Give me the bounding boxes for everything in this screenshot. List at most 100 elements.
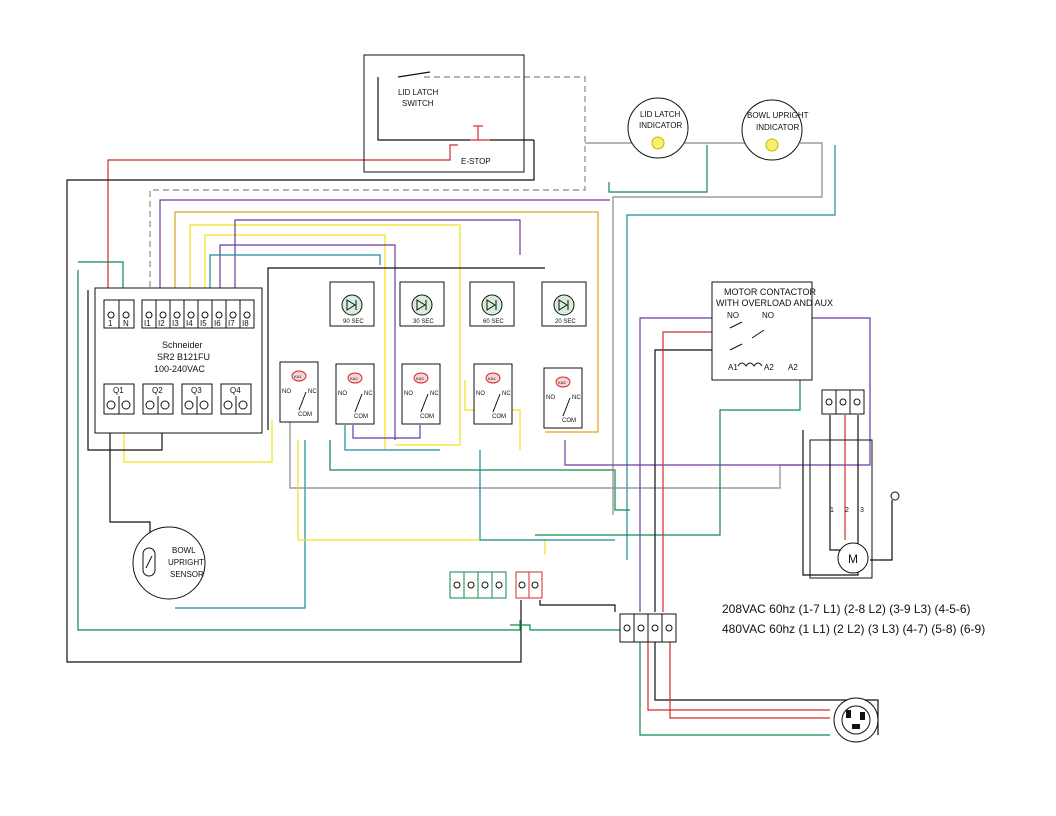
contactor-a2-2: A2 [788,363,798,372]
relay-com-label: COM [562,418,576,424]
relay-nc-label: NC [502,391,511,397]
contactor-no-1: NO [727,311,739,320]
wire-motor-black [829,415,840,551]
wire-red-plug [647,640,830,711]
plc-output-q1: Q1 [103,383,135,415]
wire-yellow-1 [174,211,599,433]
overload-terminals [821,389,865,415]
wire-purple-4 [564,317,871,612]
terminal-block-red [515,571,543,599]
plc-input-i4: I4 [186,319,193,328]
plc-voltage: 100-240VAC [154,364,205,374]
voltage-note-208: 208VAC 60hz (1-7 L1) (2-8 L2) (3-9 L3) (… [722,602,971,616]
timer-2: 30 SEC [399,281,445,327]
relay-coil-label: KA1 [294,374,302,379]
bowl-upright-indicator-label-2: INDICATOR [756,123,799,132]
wire-yellow-2 [189,224,461,446]
lamp-icon [651,136,665,150]
bowl-upright-sensor: BOWL UPRIGHT SENSOR [132,526,206,600]
motor: M 1 2 3 [809,439,900,579]
plc-input-i8: I8 [242,319,249,328]
wire-red-hot [107,144,458,310]
relay-nc-label: NC [572,395,581,401]
plc-terminal-1: 1 [108,319,113,328]
wire-gray-ind3 [612,142,823,515]
relay-com-label: COM [298,412,312,418]
estop-switch [470,125,490,141]
relay-no-label: NO [404,391,413,397]
plc-input-i3: I3 [172,319,179,328]
wire-purple-2 [219,244,396,440]
terminal-block-main [619,613,677,643]
relay-coil-label: KA3 [416,376,424,381]
relay-com-label: COM [420,414,434,420]
relay-nc-label: NC [308,389,317,395]
plc-output-label: Q3 [191,386,202,395]
bowl-sensor-label-2: UPRIGHT [168,558,204,567]
wire-black-q3 [539,600,616,612]
bowl-upright-indicator-label-1: BOWL UPRIGHT [747,111,809,120]
relay-coil-label: KA2 [350,376,358,381]
timer-3: 60 SEC [469,281,515,327]
relay-no-label: NO [476,391,485,397]
wire-teal-2 [344,425,440,451]
relay-com-label: COM [492,414,506,420]
motor-terminal-1: 1 [830,507,834,514]
relay-nc-label: NC [430,391,439,397]
bowl-sensor-label-3: SENSOR [170,570,204,579]
wire-black-latch [377,77,470,141]
wire-black-outer [66,140,535,663]
wire-teal-4 [535,380,801,536]
lid-latch-label-2: SWITCH [402,99,434,108]
relay-ka2: KA2 NO NC COM [335,363,375,425]
wire-green-bus [329,440,630,511]
motor-terminal-2: 2 [845,507,849,514]
plc-output-q4: Q4 [220,383,252,415]
plc-input-i2: I2 [158,319,165,328]
timer-4: 20 SEC [541,281,587,327]
contactor-coil [737,362,763,367]
plc-input-i6: I6 [214,319,221,328]
contactor-a2-1: A2 [764,363,774,372]
lid-latch-indicator: LID LATCH INDICATOR [627,97,689,159]
relay-com-label: COM [354,414,368,420]
wire-red-power [669,640,830,719]
plc-output-q3: Q3 [181,383,213,415]
terminal-block-green [449,571,507,599]
timer-label: 30 SEC [413,319,434,325]
wire-green-low [510,624,625,631]
wire-green-sensor [175,440,306,609]
estop-label: E-STOP [461,157,491,166]
lamp-icon [765,138,779,152]
wire-motor-black2 [802,415,859,576]
wire-green-ind [608,145,708,193]
wire-purple-3 [352,425,421,439]
contactor-no-2: NO [762,311,774,320]
relay-no-label: NO [282,389,291,395]
motor-label: M [848,552,858,566]
wire-purple-1 [159,199,610,310]
plc-input-terminals: I1 I2 I3 I4 I5 I6 I7 I8 [141,299,255,329]
wire-black-cont [654,349,801,612]
relay-ka3: KA3 NO NC COM [401,363,441,425]
wire-green-right [626,145,836,560]
plc-output-label: Q1 [113,386,124,395]
bowl-upright-indicator: BOWL UPRIGHT INDICATOR [741,99,809,161]
plc-input-i1: I1 [144,319,151,328]
relay-coil-label: KA4 [488,376,496,381]
bowl-sensor-label-1: BOWL [172,546,196,555]
lid-latch-label-1: LID LATCH [398,88,439,97]
wire-dashed-gray [149,76,586,310]
plc-module: 1 N I1 I2 I3 I4 I5 I6 I7 [94,287,263,434]
plc-terminal-n: N [123,319,129,328]
relay-no-label: NO [546,395,555,401]
wire-yellow-4 [297,440,546,555]
plc-brand: Schneider [162,340,203,350]
plc-output-q2: Q2 [142,383,174,415]
plc-output-label: Q4 [230,386,241,395]
wire-layer [66,76,893,736]
plc-input-i5: I5 [200,319,207,328]
plc-power-terminals: 1 N [103,299,135,329]
wire-green-bottom [639,640,830,736]
wire-teal-1 [209,254,381,310]
